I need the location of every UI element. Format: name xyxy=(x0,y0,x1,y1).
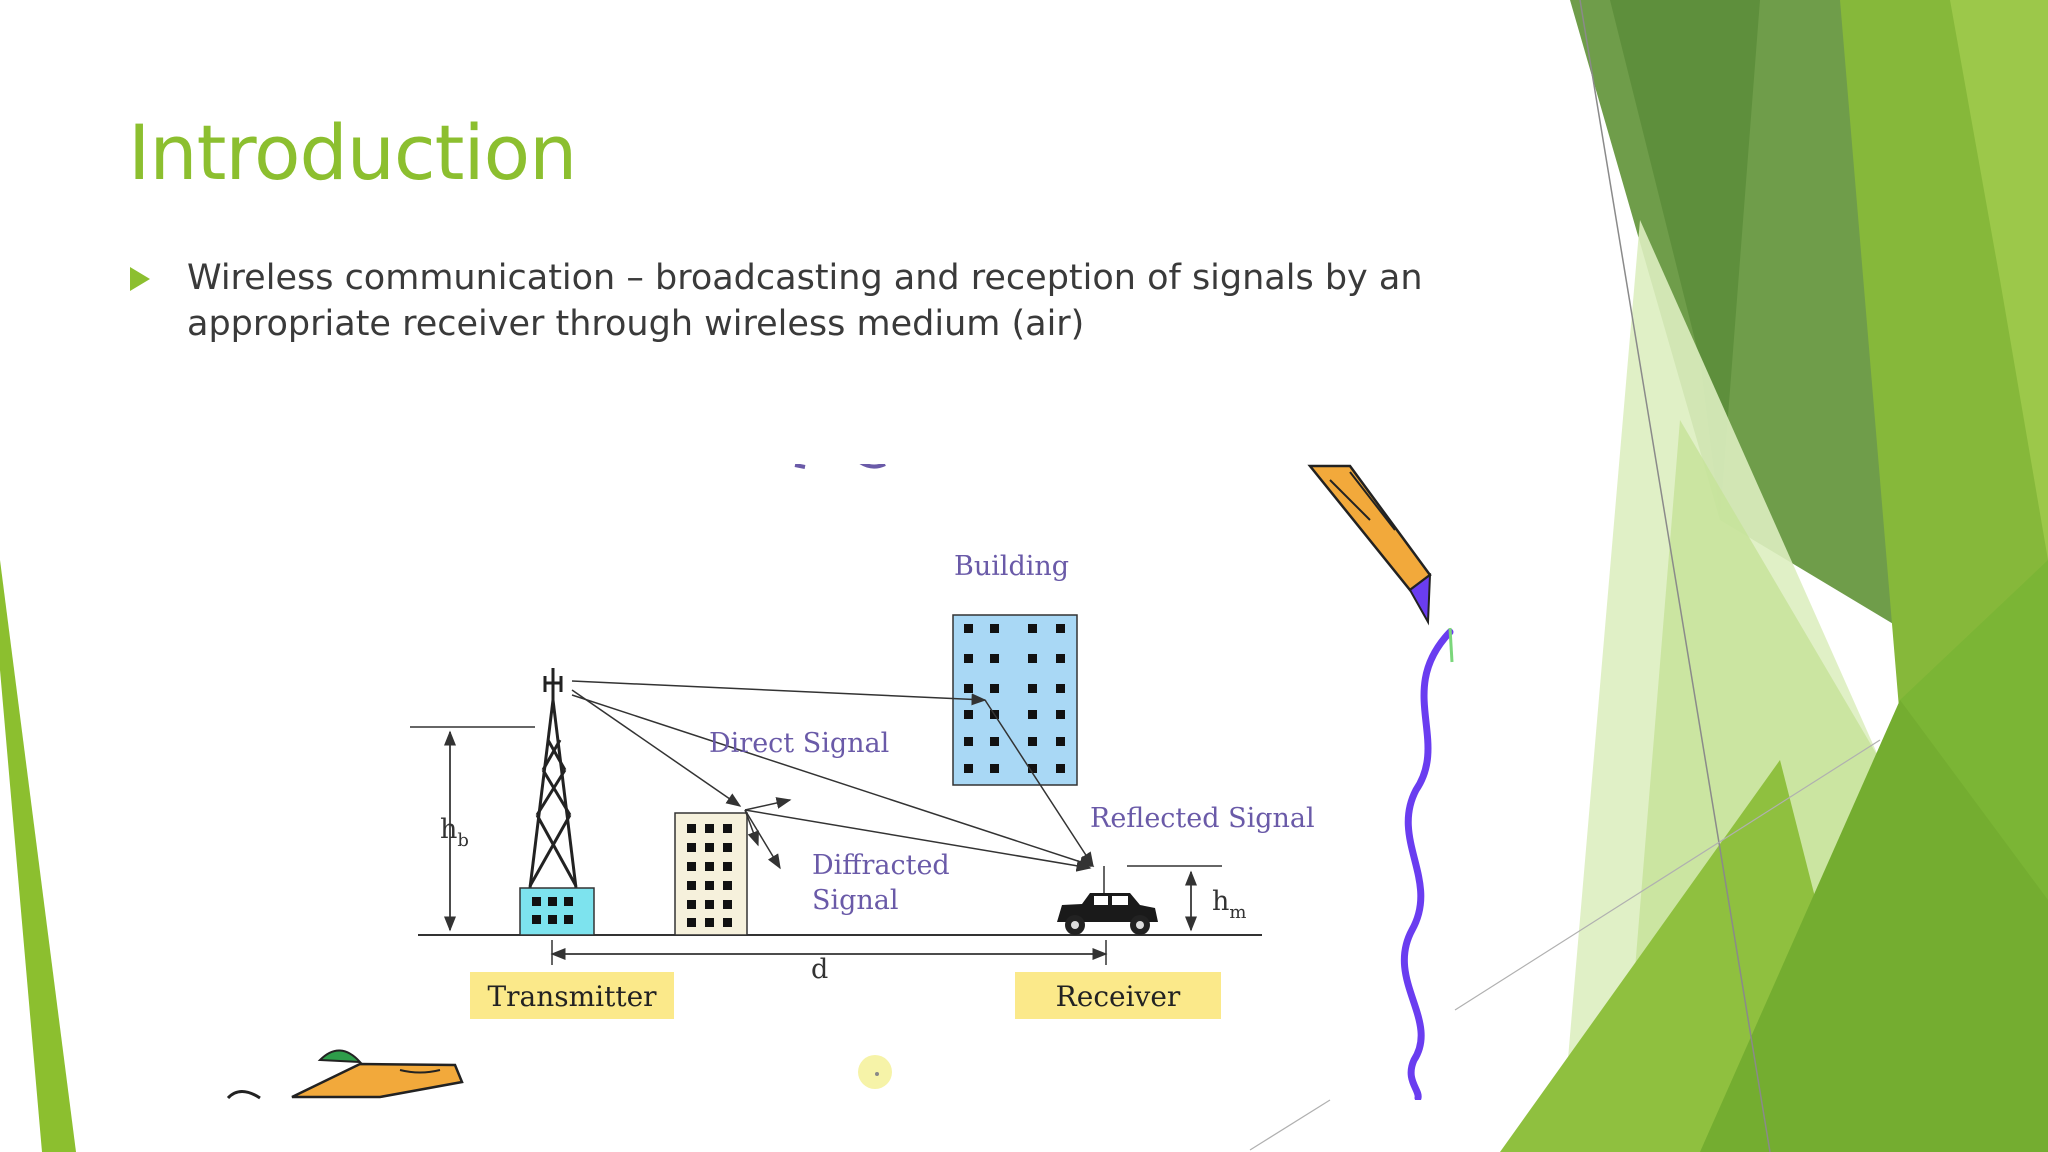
pen-icon xyxy=(226,1049,464,1100)
direct-signal-label: Direct Signal xyxy=(709,728,889,759)
bullet-triangle-icon xyxy=(130,267,150,291)
building-label: Building xyxy=(954,551,1069,582)
bullet-item: Wireless communication – broadcasting an… xyxy=(130,255,1450,347)
receiver-label-box xyxy=(1015,972,1221,1019)
transmitter-hut xyxy=(519,887,595,936)
slide-title: Introduction xyxy=(128,108,577,197)
transmitter-label-box xyxy=(470,972,674,1019)
diffracted-signal-label-line2: Signal xyxy=(812,885,899,916)
reflected-signal-label: Reflected Signal xyxy=(1090,803,1315,834)
pencil-icon xyxy=(1307,464,1432,626)
base-height-label: hb xyxy=(440,814,469,851)
wave-line xyxy=(1400,628,1454,1100)
antenna-tower-icon xyxy=(528,668,578,889)
diffracted-signal-label-line1: Diffracted xyxy=(812,850,950,881)
signal-paths xyxy=(571,680,1095,872)
wireless-diagram: hb xyxy=(226,464,1454,1100)
car-icon xyxy=(1057,866,1158,935)
mobile-height-label: hm xyxy=(1212,886,1246,923)
distance-label: d xyxy=(811,954,828,985)
small-building-icon xyxy=(674,812,748,936)
cursor-highlight xyxy=(858,1055,892,1089)
clipart-fragment-icon xyxy=(794,464,886,469)
transmitter-label: Transmitter xyxy=(487,980,657,1013)
bullet-text: Wireless communication – broadcasting an… xyxy=(187,258,1423,344)
receiver-label: Receiver xyxy=(1056,980,1181,1013)
